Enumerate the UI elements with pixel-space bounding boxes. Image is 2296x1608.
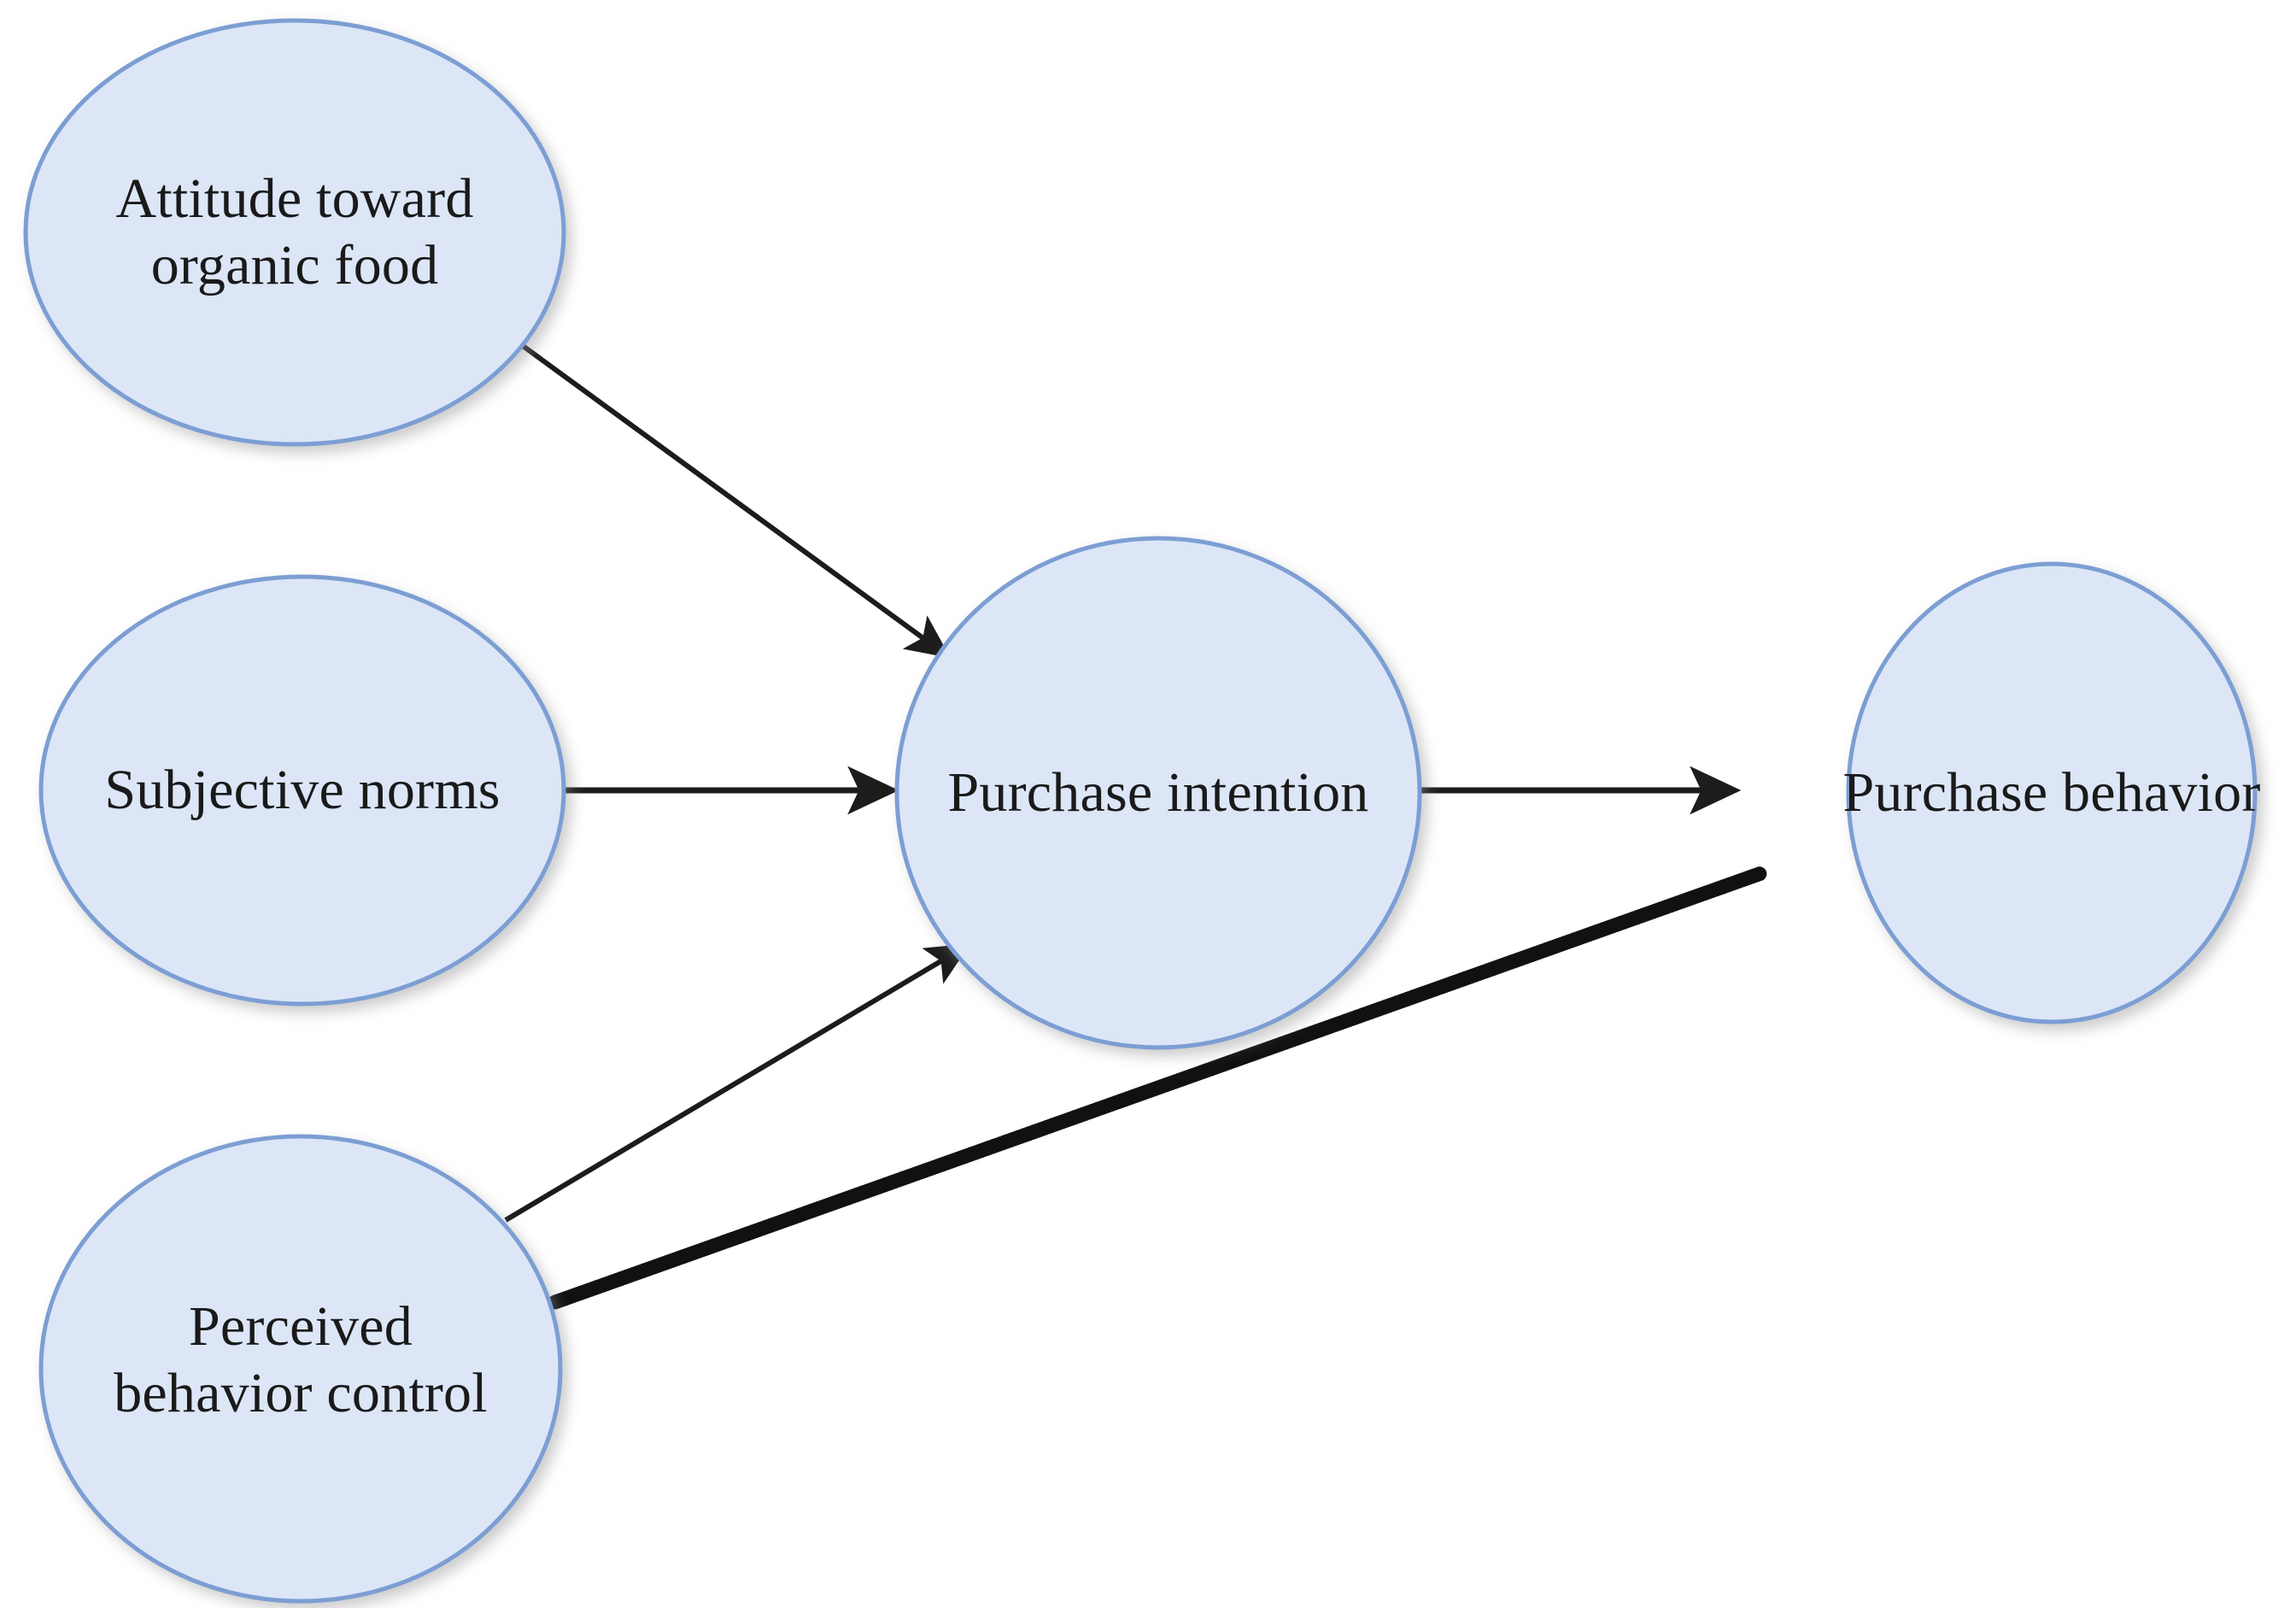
node-attitude-toward-organic-food[interactable] [23, 18, 566, 447]
node-perceived-behavior-control[interactable] [38, 1134, 563, 1604]
node-purchase-intention[interactable] [894, 536, 1422, 1050]
edge-attitude-to-purchase-intention [511, 336, 951, 659]
edge-layer [504, 336, 1769, 1310]
node-subjective-norms[interactable] [38, 574, 566, 1006]
node-purchase-behavior[interactable] [1846, 561, 2258, 1024]
node-layer [23, 18, 2258, 1604]
edge-perceived-behavior-control-to-purchase-intention [504, 943, 971, 1223]
edge-perceived-behavior-control-to-purchase-behavior [548, 866, 1769, 1310]
